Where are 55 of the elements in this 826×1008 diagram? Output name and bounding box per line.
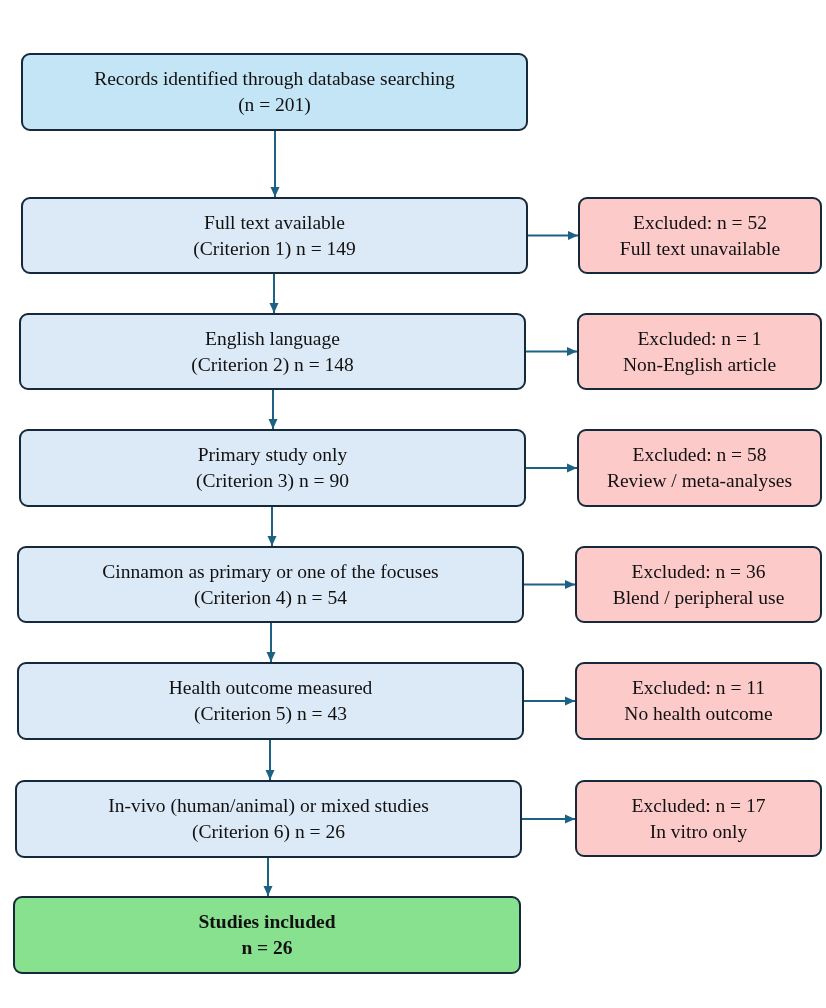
process-box bbox=[21, 197, 528, 274]
step-label: In-vivo (human/animal) or mixed studies bbox=[108, 794, 429, 818]
arrow bbox=[521, 814, 576, 824]
exclusion-reason: Full text unavailable bbox=[619, 236, 781, 261]
step-label: Primary study only bbox=[197, 443, 348, 467]
arrow bbox=[270, 130, 280, 198]
arrow bbox=[266, 622, 276, 663]
process-box bbox=[21, 53, 528, 131]
count-label: (Criterion 4) n = 54 bbox=[194, 585, 347, 610]
step-label: Records identified through database searching bbox=[94, 67, 455, 91]
arrow bbox=[525, 463, 578, 473]
count-label: (Criterion 2) n = 148 bbox=[191, 352, 354, 377]
exclusion-reason: Blend / peripheral use bbox=[612, 585, 785, 610]
exclusion-box bbox=[575, 662, 822, 740]
process-box bbox=[15, 780, 522, 858]
process-box bbox=[17, 546, 524, 623]
step-label: Health outcome measured bbox=[168, 676, 373, 700]
process-box bbox=[19, 429, 526, 507]
result-label: Studies included bbox=[198, 910, 336, 934]
arrow bbox=[265, 739, 275, 781]
exclusion-count: Excluded: n = 17 bbox=[631, 793, 766, 818]
arrow bbox=[268, 389, 278, 430]
process-box bbox=[19, 313, 526, 390]
step-label: English language bbox=[205, 326, 340, 351]
exclusion-reason: Review / meta-analyses bbox=[606, 469, 793, 493]
exclusion-box bbox=[575, 546, 822, 623]
exclusion-count: Excluded: n = 1 bbox=[637, 326, 762, 351]
step-label: Cinnamon as primary or one of the focuses bbox=[102, 559, 439, 584]
exclusion-count: Excluded: n = 52 bbox=[633, 210, 767, 235]
arrow bbox=[523, 580, 576, 589]
count-label: (Criterion 6) n = 26 bbox=[192, 820, 345, 844]
step-label: Full text available bbox=[204, 210, 345, 235]
result-box bbox=[13, 896, 521, 974]
arrow bbox=[523, 696, 576, 706]
arrow bbox=[527, 231, 579, 240]
count-label: (Criterion 3) n = 90 bbox=[196, 469, 349, 493]
exclusion-count: Excluded: n = 36 bbox=[631, 559, 766, 584]
exclusion-reason: In vitro only bbox=[649, 819, 748, 844]
exclusion-box bbox=[578, 197, 822, 274]
exclusion-count: Excluded: n = 11 bbox=[631, 676, 766, 700]
process-box bbox=[17, 662, 524, 740]
count-label: (Criterion 1) n = 149 bbox=[193, 236, 356, 261]
arrow bbox=[525, 347, 578, 356]
arrow bbox=[267, 506, 277, 547]
exclusion-reason: No health outcome bbox=[624, 702, 773, 726]
arrow bbox=[263, 857, 273, 897]
exclusion-box bbox=[577, 429, 822, 507]
exclusion-box bbox=[575, 780, 822, 857]
exclusion-reason: Non-English article bbox=[622, 352, 777, 377]
count-label: (n = 201) bbox=[238, 93, 311, 117]
count-label: (Criterion 5) n = 43 bbox=[194, 702, 347, 726]
exclusion-count: Excluded: n = 58 bbox=[632, 443, 767, 467]
exclusion-box bbox=[577, 313, 822, 390]
count-label: n = 26 bbox=[241, 936, 293, 960]
arrow bbox=[269, 273, 279, 314]
